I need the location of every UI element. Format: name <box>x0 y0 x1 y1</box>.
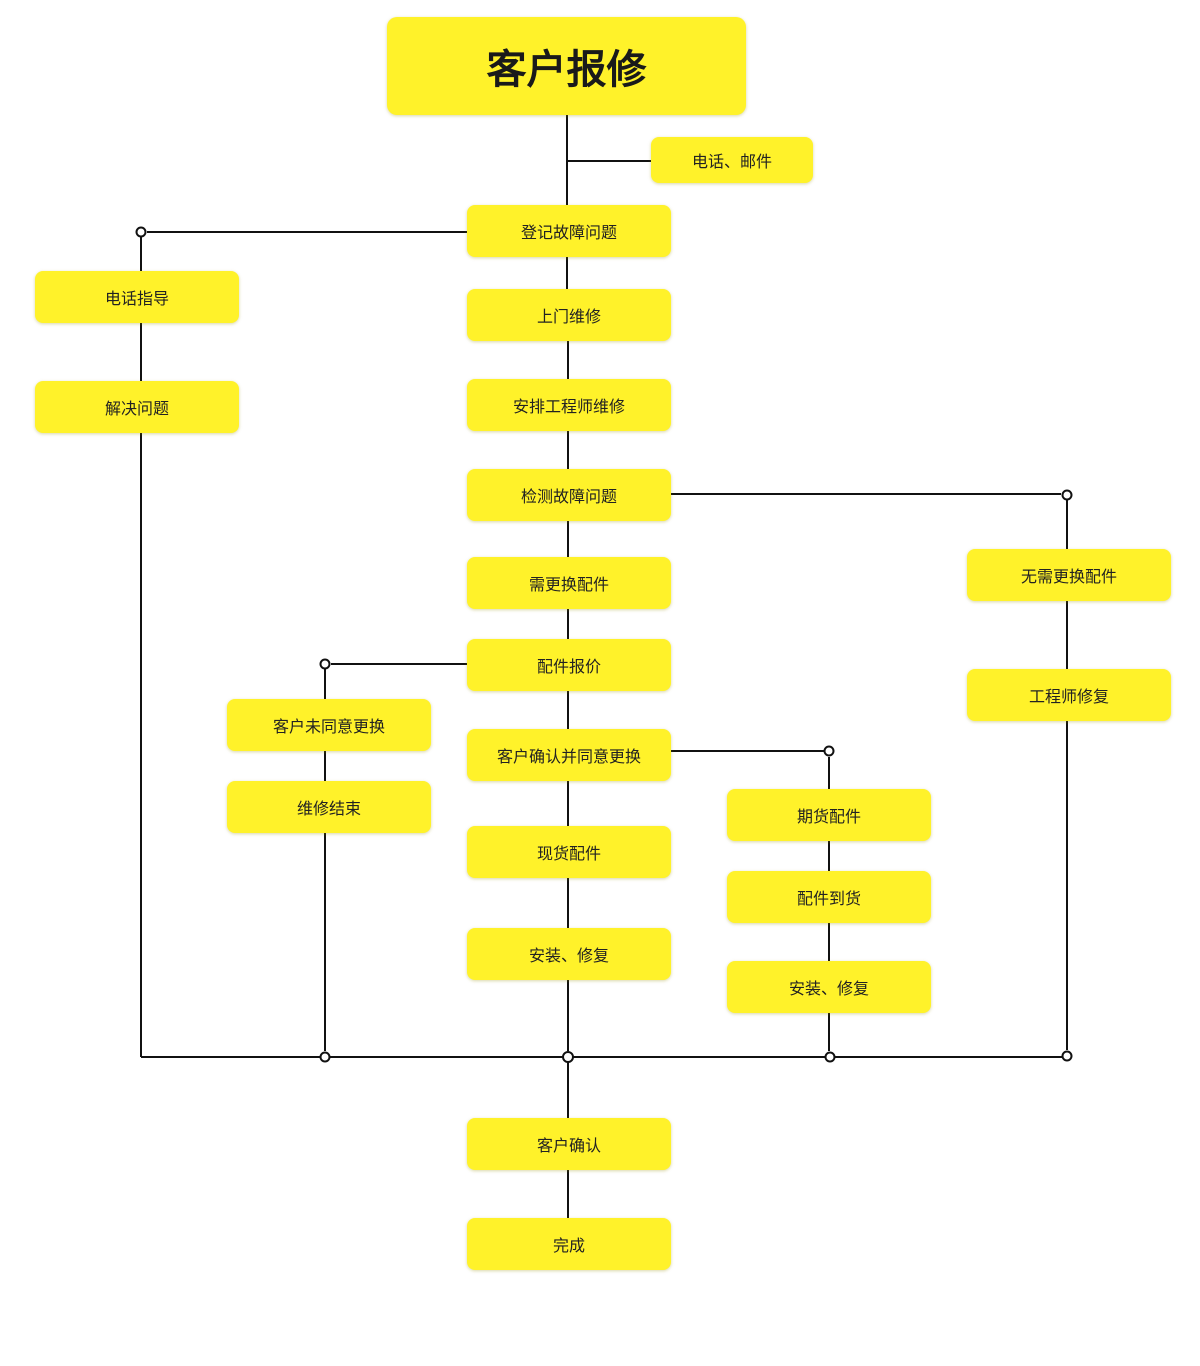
node-assign-engineer[interactable]: 安排工程师维修 <box>467 379 671 431</box>
node-backorder-parts[interactable]: 期货配件 <box>727 789 931 841</box>
node-phone-email[interactable]: 电话、邮件 <box>651 137 813 183</box>
node-parts-quote[interactable]: 配件报价 <box>467 639 671 691</box>
node-customer-confirmation[interactable]: 客户确认 <box>467 1118 671 1170</box>
junction-dot <box>319 658 331 670</box>
node-customer-declines[interactable]: 客户未同意更换 <box>227 699 431 751</box>
node-customer-agrees[interactable]: 客户确认并同意更换 <box>467 729 671 781</box>
node-repair-ended[interactable]: 维修结束 <box>227 781 431 833</box>
node-register-fault[interactable]: 登记故障问题 <box>467 205 671 257</box>
junction-dot <box>562 1051 574 1063</box>
node-install-repair-backorder[interactable]: 安装、修复 <box>727 961 931 1013</box>
node-engineer-fix[interactable]: 工程师修复 <box>967 669 1171 721</box>
node-parts-arrived[interactable]: 配件到货 <box>727 871 931 923</box>
node-customer-repair-request[interactable]: 客户报修 <box>387 17 746 115</box>
junction-dot <box>1061 1050 1073 1062</box>
node-onsite-repair[interactable]: 上门维修 <box>467 289 671 341</box>
node-in-stock-parts[interactable]: 现货配件 <box>467 826 671 878</box>
node-no-replacement-needed[interactable]: 无需更换配件 <box>967 549 1171 601</box>
junction-dot <box>1061 489 1073 501</box>
node-phone-guidance[interactable]: 电话指导 <box>35 271 239 323</box>
node-solve-problem[interactable]: 解决问题 <box>35 381 239 433</box>
node-install-repair-stock[interactable]: 安装、修复 <box>467 928 671 980</box>
junction-dot <box>135 226 147 238</box>
node-complete[interactable]: 完成 <box>467 1218 671 1270</box>
node-replacement-needed[interactable]: 需更换配件 <box>467 557 671 609</box>
junction-dot <box>824 1051 836 1063</box>
junction-dot <box>823 745 835 757</box>
junction-dot <box>319 1051 331 1063</box>
node-detect-fault[interactable]: 检测故障问题 <box>467 469 671 521</box>
